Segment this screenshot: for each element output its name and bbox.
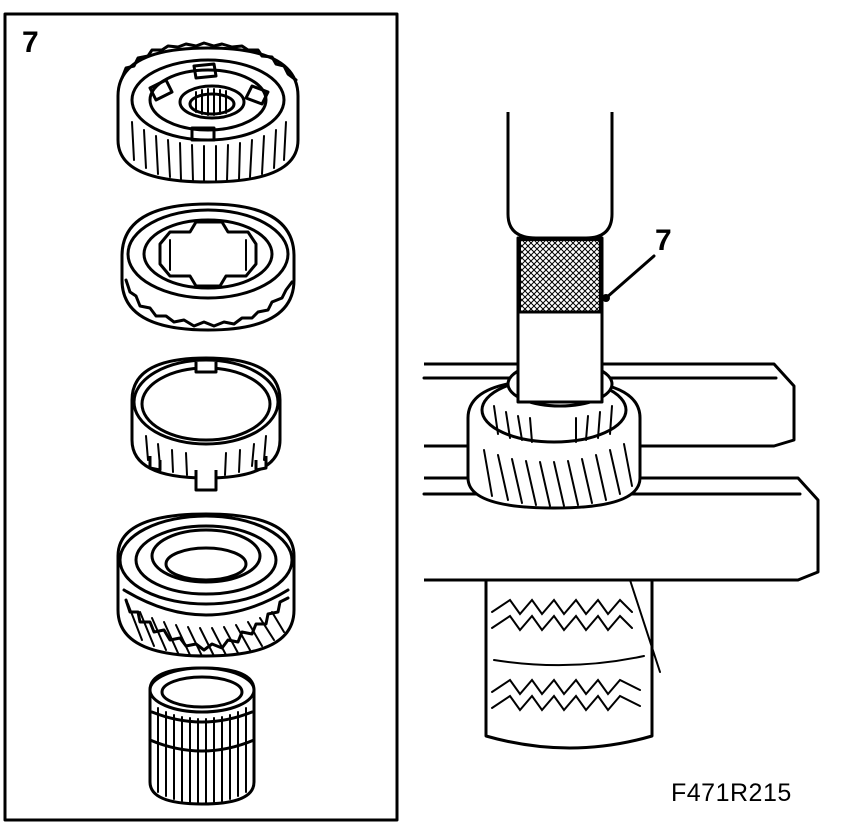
figure-code: F471R215 [671, 779, 792, 807]
callout-label: 7 [655, 224, 672, 257]
press-fixture [422, 112, 820, 750]
synchronizer-hub-part [116, 41, 300, 184]
synchronizer-ring-part [130, 356, 282, 492]
left-panel-frame [3, 12, 399, 822]
needle-bearing-part [148, 666, 256, 806]
knurled-grip [519, 239, 601, 313]
synchronizer-sleeve-part [120, 202, 296, 332]
left-panel-label: 7 [22, 26, 39, 59]
gear-part [116, 512, 296, 658]
